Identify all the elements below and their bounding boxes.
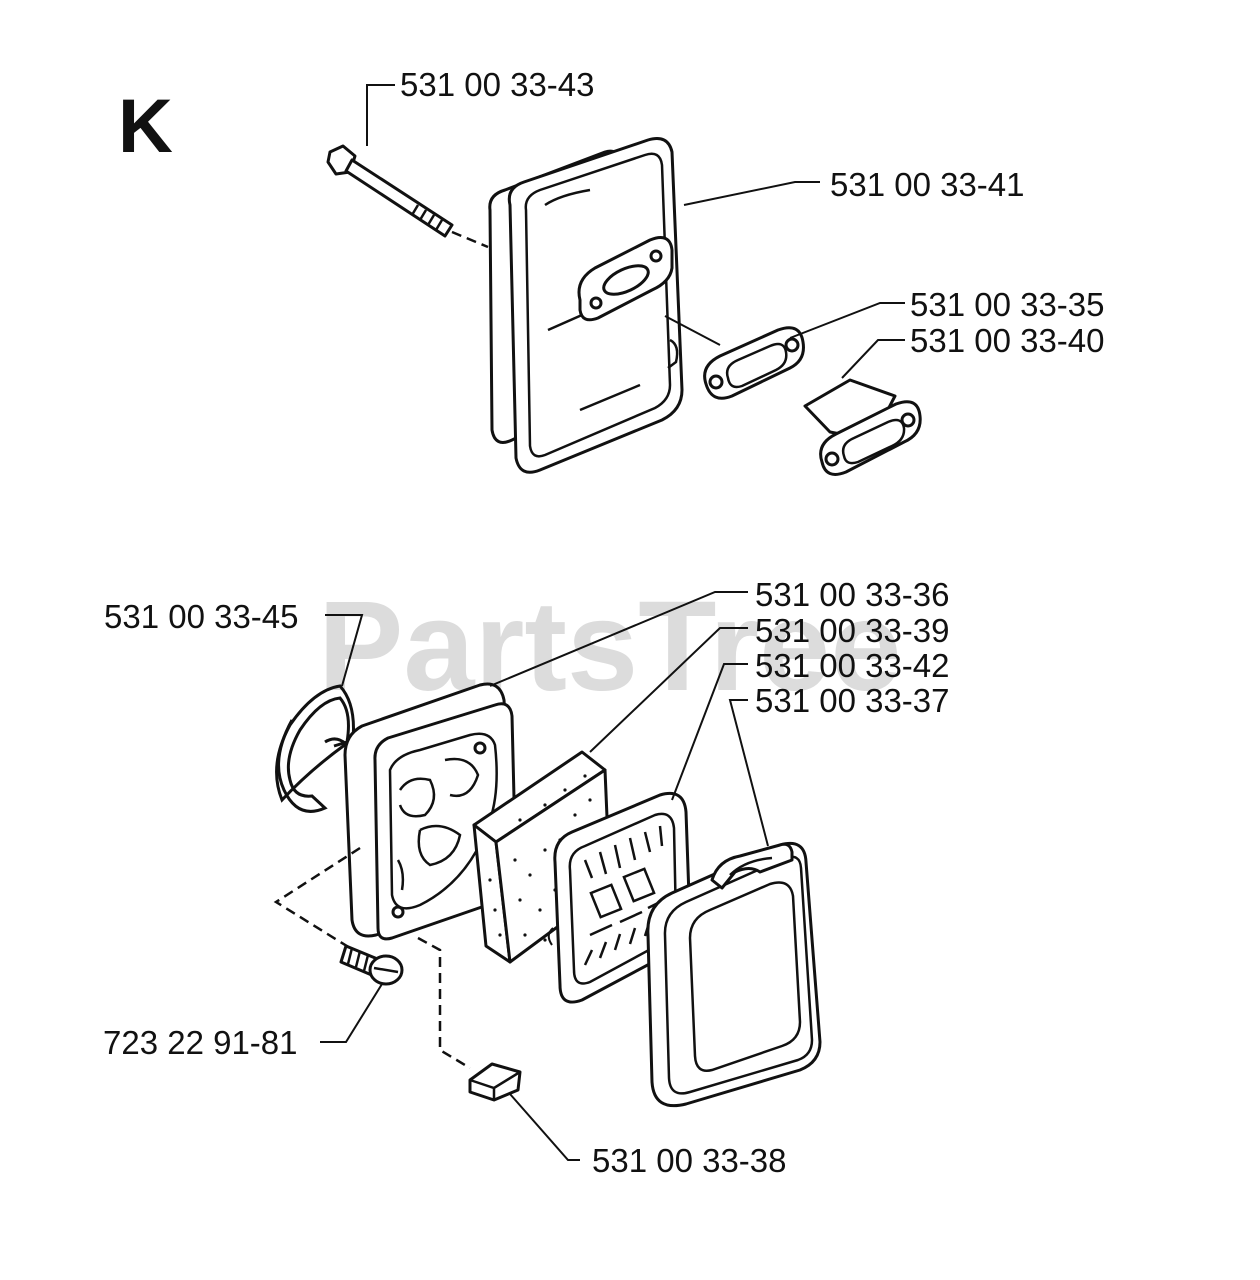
foam-filter-part[interactable] (472, 750, 612, 964)
label-muffler: 531 00 33-41 (830, 166, 1025, 203)
screw-part[interactable] (339, 944, 404, 986)
label-screw: 723 22 91-81 (103, 1024, 298, 1061)
bolt-part[interactable] (326, 144, 489, 249)
label-nut: 531 00 33-38 (592, 1142, 787, 1179)
label-filter-holder: 531 00 33-36 (755, 576, 950, 613)
muffler-gasket-part[interactable] (703, 326, 805, 400)
label-muffler-gasket: 531 00 33-35 (910, 286, 1105, 323)
leader-lines (320, 84, 905, 1161)
label-flange: 531 00 33-40 (910, 322, 1105, 359)
alignment-lines (273, 846, 471, 1070)
label-filter-grid: 531 00 33-42 (755, 647, 950, 684)
muffler-part[interactable] (488, 137, 684, 474)
watermark-text: PartsTree (318, 575, 902, 718)
label-ring: 531 00 33-45 (104, 598, 299, 635)
filter-cover-part[interactable] (646, 841, 822, 1108)
label-bolt: 531 00 33-43 (400, 66, 595, 103)
label-filter-cover: 531 00 33-37 (755, 682, 950, 719)
filter-holder-part[interactable] (343, 682, 518, 941)
section-letter: K (118, 84, 173, 169)
label-foam-filter: 531 00 33-39 (755, 612, 950, 649)
flange-part[interactable] (803, 378, 922, 476)
nut-part[interactable] (468, 1062, 522, 1102)
